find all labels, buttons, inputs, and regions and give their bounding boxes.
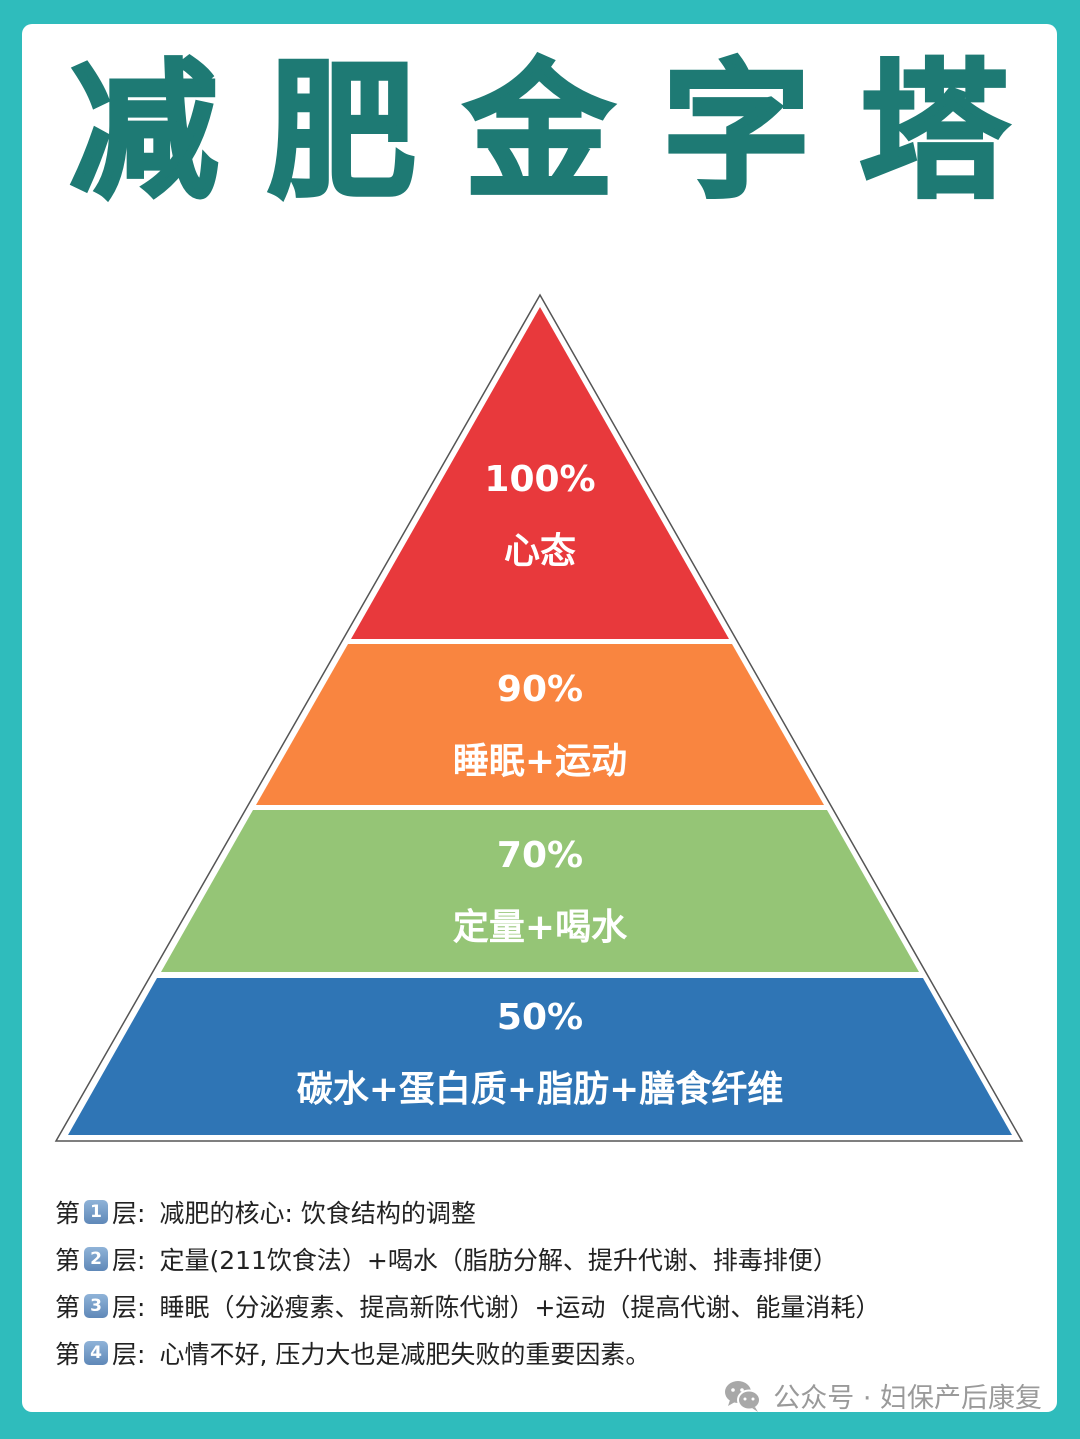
number-1-icon: 1 (84, 1199, 109, 1224)
layer-2-percent: 90% (496, 669, 584, 710)
number-3-icon: 3 (84, 1293, 109, 1318)
title-char: 金 (463, 46, 615, 218)
pyramid-layer-1 (351, 307, 729, 639)
legend-item: 第 2 层: 定量(211饮食法）+喝水（脂肪分解、提升代谢、排毒排便） (55, 1245, 838, 1275)
wechat-icon (725, 1380, 762, 1412)
legend-item: 第 3 层: 睡眠（分泌瘦素、提高新陈代谢）+运动（提高代谢、能量消耗） (55, 1292, 881, 1322)
title-char: 减 (68, 46, 220, 218)
pyramid-layer-3 (161, 810, 919, 972)
layer-2-label: 睡眠+运动 (452, 741, 628, 782)
pyramid-layer-4 (68, 978, 1012, 1135)
layer-3-percent: 70% (496, 835, 584, 876)
pyramid-layer-2 (256, 644, 824, 805)
title-char: 塔 (858, 46, 1010, 218)
layer-1-percent: 100% (484, 459, 596, 500)
layer-3-label: 定量+喝水 (452, 907, 628, 948)
page-title: 减 肥 金 字 塔 (0, 46, 1080, 218)
layer-4-label: 碳水+蛋白质+脂肪+膳食纤维 (296, 1069, 784, 1110)
layer-1-label: 心态 (503, 531, 576, 572)
watermark: 公众号 · 妇保产后康复 (723, 1376, 1042, 1415)
layer-4-percent: 50% (496, 997, 584, 1038)
legend: 第 1 层: 减肥的核心: 饮食结构的调整 第 2 层: 定量(211饮食法）+… (55, 1188, 1055, 1376)
title-char: 肥 (266, 46, 418, 218)
legend-item: 第 4 层: 心情不好, 压力大也是减肥失败的重要因素。 (55, 1339, 651, 1369)
number-2-icon: 2 (84, 1246, 109, 1271)
title-char: 字 (661, 46, 813, 218)
watermark-text: 公众号 · 妇保产后康复 (773, 1383, 1042, 1414)
legend-item: 第 1 层: 减肥的核心: 饮食结构的调整 (55, 1198, 476, 1228)
number-4-icon: 4 (84, 1340, 109, 1365)
